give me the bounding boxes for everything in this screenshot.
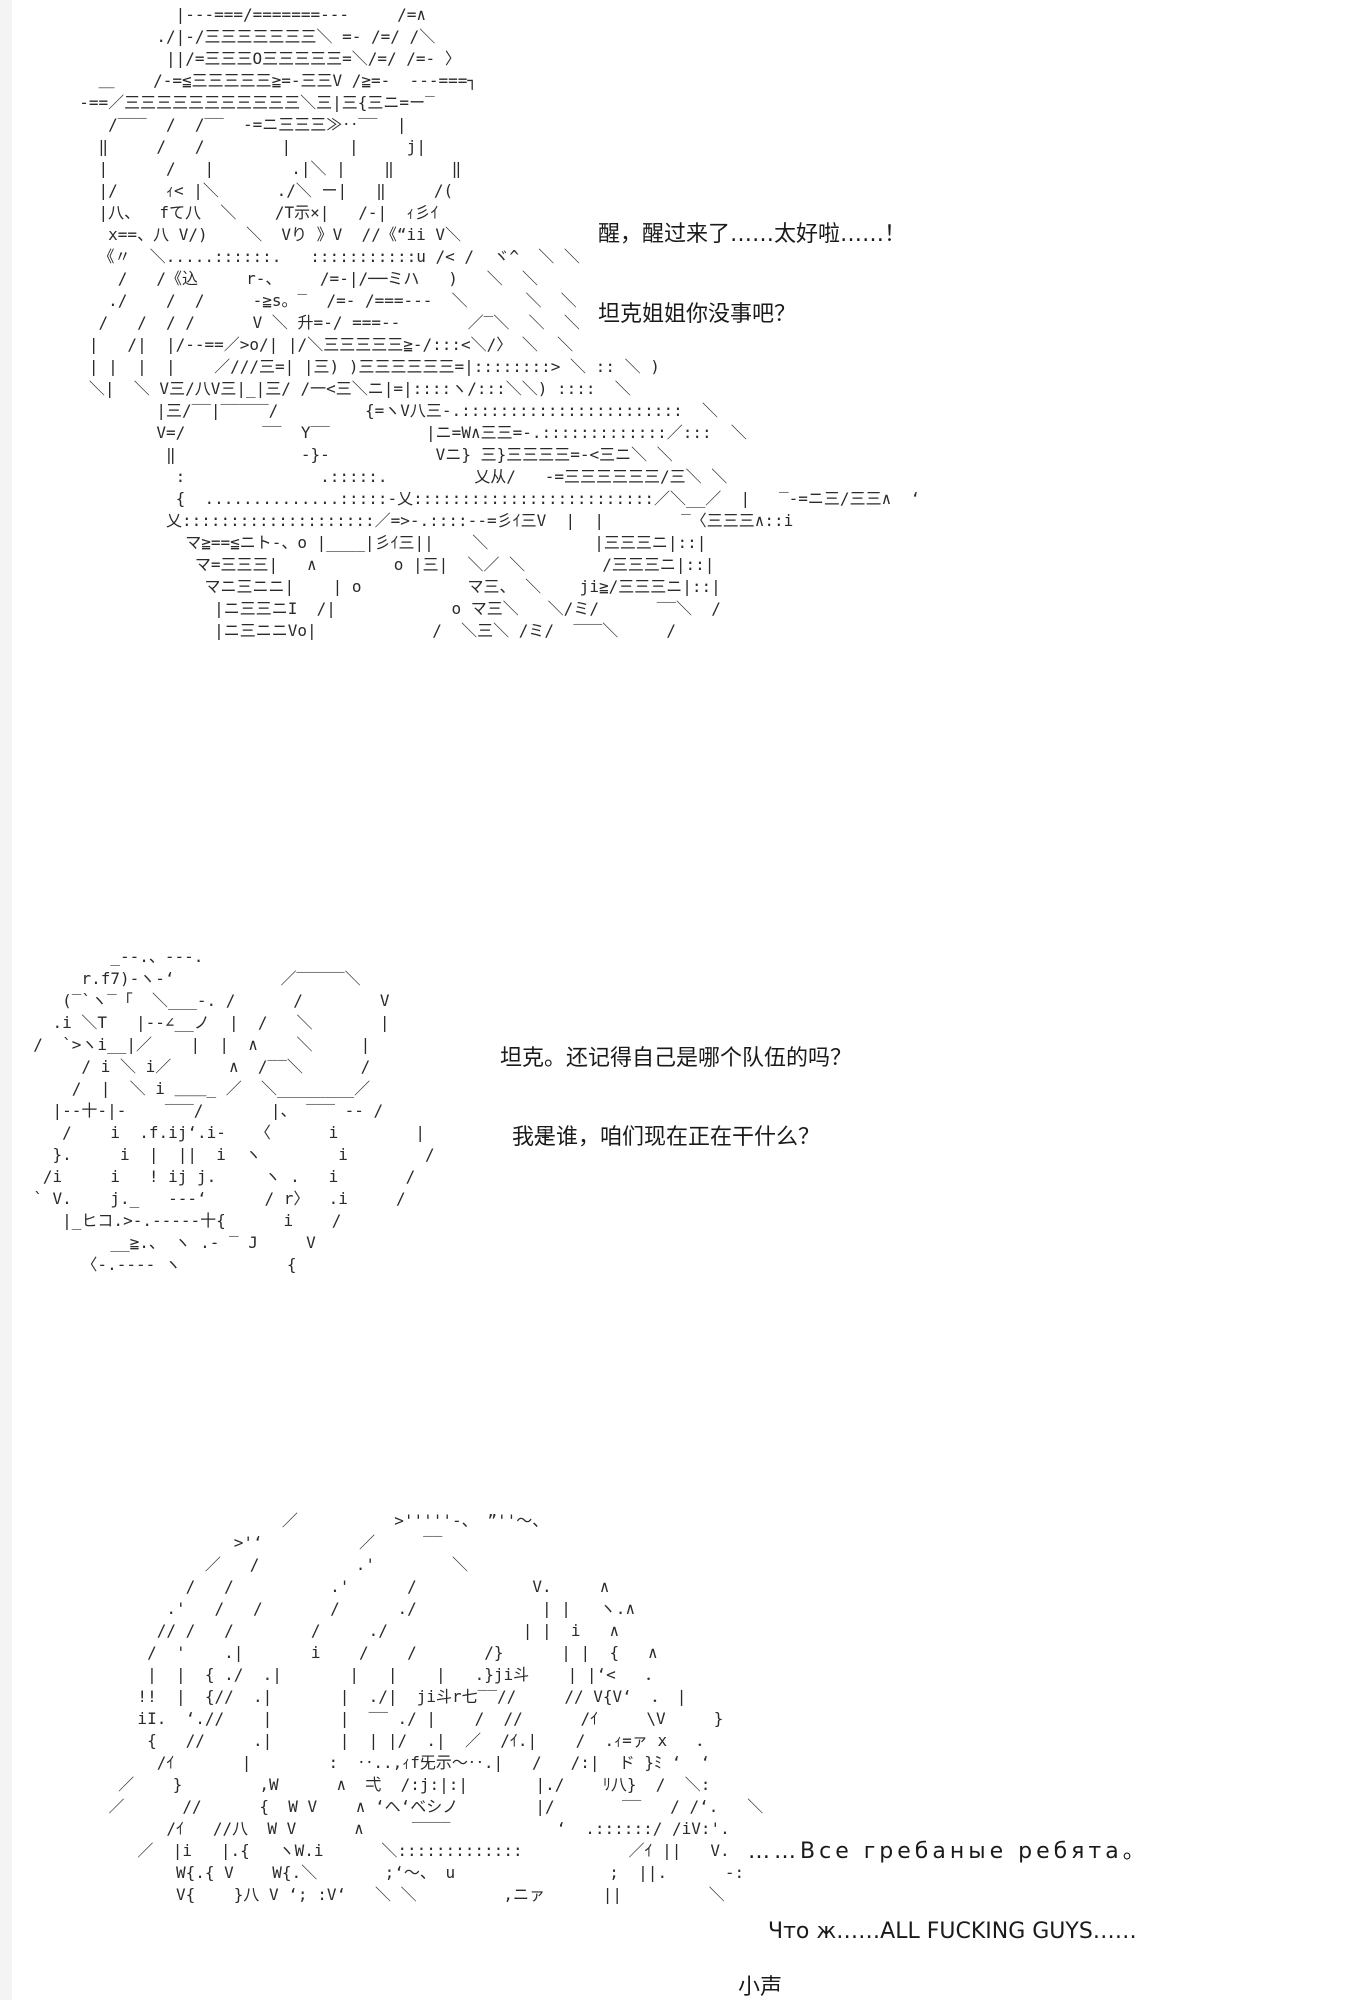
dialogue-line: 坦克姐姐你没事吧？ [598,302,797,327]
panel-1: |---===/=======--- /=∧ ./|-/三三三三三三三＼ =- … [0,0,1350,800]
ascii-art-hat-character: |---===/=======--- /=∧ ./|-/三三三三三三三＼ =- … [79,5,921,640]
dialogue-line: 坦克。还记得自己是哪个队伍的吗？ [500,1046,853,1071]
dialogue-line: 小声 [738,1975,783,2000]
page-edge-strip [0,0,12,2000]
dialogue-line: 我是谁，咱们现在正在干什么？ [512,1125,821,1150]
dialogue-line: Что ж……ALL FUCKING GUYS…… [768,1919,1137,1944]
panel-2: _-‐.、---. r.f7)‐ヽ‐‘ ／‾‾‾‾‾＼ (‾`ヽ‾「 ＼___-… [0,940,1350,1400]
ascii-art-long-hair-character: ／ >'''''‐、 ”''～、 >'‘ ／ ‾‾ ／ / .' ＼ / / .… [108,1511,764,1904]
ascii-art-fallen-character: _-‐.、---. r.f7)‐ヽ‐‘ ／‾‾‾‾‾＼ (‾`ヽ‾「 ＼___-… [33,947,551,1274]
dialogue-line: ……Все гребаные ребята。 [748,1839,1149,1864]
dialogue-line: 醒，醒过来了……太好啦……！ [598,222,907,247]
panel-3: ／ >'''''‐、 ”''～、 >'‘ ／ ‾‾ ／ / .' ＼ / / .… [0,1500,1350,2000]
